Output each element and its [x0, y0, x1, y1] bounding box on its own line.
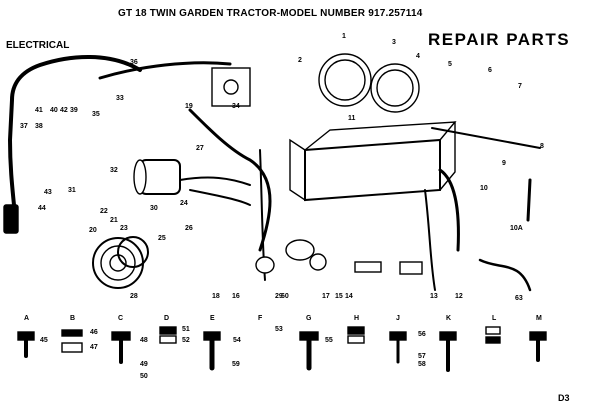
callout-label: 4	[416, 53, 420, 60]
callout-label: 8	[540, 143, 544, 150]
diagram-title: GT 18 TWIN GARDEN TRACTOR-MODEL NUMBER 9…	[118, 8, 423, 19]
callout-label: 13	[430, 293, 438, 300]
callout-label: 60	[281, 293, 289, 300]
repair-parts-heading: REPAIR PARTS	[428, 30, 571, 49]
callout-label: 40	[50, 107, 58, 114]
callout-label: 25	[158, 235, 166, 242]
solenoid	[285, 239, 315, 261]
hardware-letter: H	[354, 315, 359, 322]
ground-wire	[478, 258, 532, 292]
callout-label: 41	[35, 107, 43, 114]
callout-label: 54	[233, 337, 241, 344]
callout-label: 30	[150, 205, 158, 212]
hardware-letter: B	[70, 315, 75, 322]
callout-label: 28	[130, 293, 138, 300]
hardware-letters: A B C D E F G H J K L M	[24, 315, 542, 322]
callout-label: 34	[232, 103, 240, 110]
section-label: ELECTRICAL	[6, 40, 70, 51]
callout-label: 14	[345, 293, 353, 300]
callout-label: 43	[44, 189, 52, 196]
callout-label: 22	[100, 208, 108, 215]
hardware-letter: A	[24, 315, 29, 322]
hardware-letter: E	[210, 315, 215, 322]
callout-label: 44	[38, 205, 46, 212]
harness-main	[188, 108, 272, 252]
callout-label: 45	[40, 337, 48, 344]
voltage-regulator	[211, 67, 251, 107]
callout-label: 26	[185, 225, 193, 232]
callout-label: 48	[140, 337, 148, 344]
hourmeter	[370, 63, 420, 113]
battery	[304, 138, 441, 202]
hardware-letter: C	[118, 315, 123, 322]
light-switch	[309, 253, 327, 271]
callout-label: 15	[335, 293, 343, 300]
ground-strap	[98, 61, 232, 80]
hardware-letter: G	[306, 315, 312, 322]
callout-label: 20	[89, 227, 97, 234]
ammeter	[318, 53, 372, 107]
callout-label: 63	[515, 295, 523, 302]
callout-label: 31	[68, 187, 76, 194]
callout-label: 56	[418, 331, 426, 338]
callout-label: 55	[325, 337, 333, 344]
callout-label: 58	[418, 361, 426, 368]
callout-label: 5	[448, 61, 452, 68]
callout-label: 24	[180, 200, 188, 207]
hardware-letter: L	[492, 315, 497, 322]
callout-label: 39	[70, 107, 78, 114]
hardware-letter: D	[164, 315, 169, 322]
battery-rod	[431, 127, 541, 149]
callout-label: 59	[232, 361, 240, 368]
callout-label: 23	[120, 225, 128, 232]
callout-label: 36	[130, 59, 138, 66]
callout-label: 6	[488, 67, 492, 74]
callout-label: 50	[140, 373, 148, 380]
hardware-letter: F	[258, 315, 263, 322]
callout-label: 3	[392, 39, 396, 46]
hardware-letter: K	[446, 315, 451, 322]
callout-label: 35	[92, 111, 100, 118]
callout-labels: 1 2 3 4 5 6 7 8 9 10 10A 11 12 13 14 15 …	[20, 33, 544, 380]
callout-label: 49	[140, 361, 148, 368]
callout-label: 52	[182, 337, 190, 344]
callout-label: 29	[275, 293, 283, 300]
hardware-row	[17, 326, 547, 372]
callout-label: 38	[35, 123, 43, 130]
callout-label: 27	[196, 145, 204, 152]
hardware-letter: J	[396, 315, 400, 322]
callout-label: 12	[455, 293, 463, 300]
callout-label: 10	[480, 185, 488, 192]
hardware-letter: M	[536, 315, 542, 322]
callout-label: 2	[298, 57, 302, 64]
callout-label: 51	[182, 326, 190, 333]
harness-connector	[3, 204, 19, 234]
callout-label: 47	[90, 344, 98, 351]
callout-label: 19	[185, 103, 193, 110]
callout-label: 1	[342, 33, 346, 40]
callout-label: 46	[90, 329, 98, 336]
page-number: D3	[558, 393, 570, 403]
callout-label: 7	[518, 83, 522, 90]
callout-label: 21	[110, 217, 118, 224]
ignition-switch	[255, 256, 275, 274]
callout-label: 33	[116, 95, 124, 102]
callout-label: 57	[418, 353, 426, 360]
battery-cable	[438, 168, 460, 252]
pulley-small	[117, 236, 149, 268]
harness-cable-left	[7, 55, 142, 207]
callout-label: 9	[502, 160, 506, 167]
callout-label: 10A	[510, 225, 523, 232]
callout-label: 37	[20, 123, 28, 130]
callout-label: 42	[60, 107, 68, 114]
diagram-artwork	[3, 53, 547, 372]
fuse-holder	[354, 261, 382, 273]
callout-label: 11	[348, 115, 356, 122]
callout-label: 53	[275, 326, 283, 333]
callout-label: 17	[322, 293, 330, 300]
callout-label: 16	[232, 293, 240, 300]
callout-label: 32	[110, 167, 118, 174]
callout-label: 18	[212, 293, 220, 300]
